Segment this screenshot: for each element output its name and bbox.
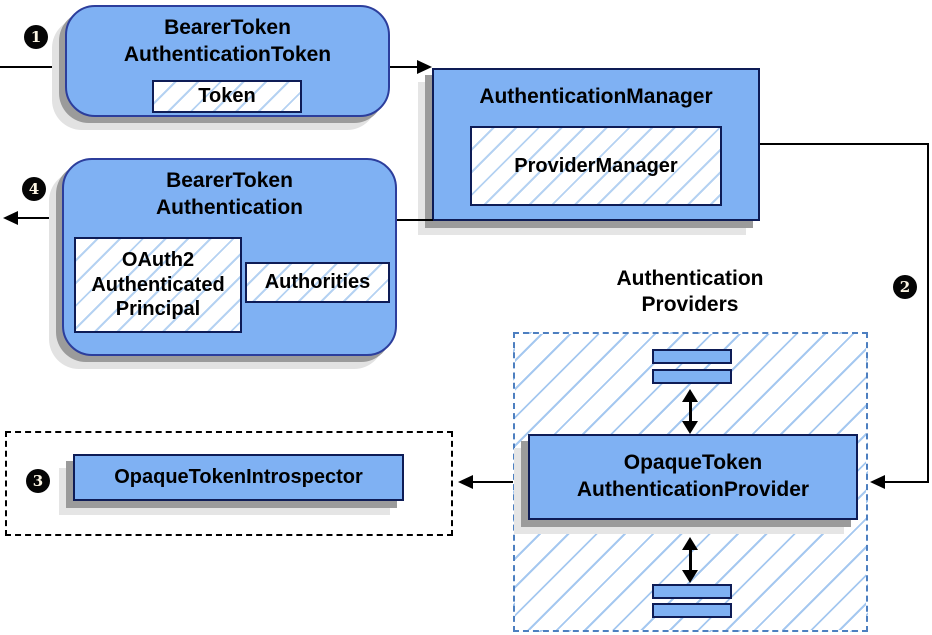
double-arrow-icon [682, 389, 698, 434]
step-1-badge: 1 [24, 25, 48, 49]
step-4-arrowhead-icon [3, 211, 18, 225]
authentication-providers-label: Authentication Providers [616, 267, 764, 317]
step-2-badge: 2 [893, 275, 917, 299]
opaque-token-introspector-label: OpaqueTokenIntrospector [114, 465, 363, 488]
step-3-number: 3 [32, 472, 44, 490]
step-1-number: 1 [30, 28, 42, 46]
bearer-token-authentication-token-node: BearerToken AuthenticationToken Token [65, 5, 390, 117]
manager-to-authentication-line [397, 219, 433, 221]
step-2-line-top [760, 143, 929, 145]
double-arrow-icon [682, 537, 698, 583]
authentication-manager-node: AuthenticationManager ProviderManager [432, 68, 760, 221]
bearer-token-authentication-node: BearerToken Authentication OAuth2 Authen… [62, 158, 397, 356]
token-to-manager-line [390, 66, 420, 68]
opaque-token-introspector-node: OpaqueTokenIntrospector [73, 454, 404, 501]
step-1-inbound-line [0, 66, 65, 68]
opaque-token-authentication-provider-label: OpaqueToken AuthenticationProvider [576, 451, 810, 501]
authorities-chip: Authorities [245, 262, 390, 303]
authorities-label: Authorities [264, 271, 371, 294]
step-4-outbound-line [17, 217, 65, 219]
bearer-token-authentication-title: BearerToken Authentication [156, 169, 303, 219]
provider-placeholder-bar [652, 584, 732, 599]
oauth2-authenticated-principal-label: OAuth2 Authenticated Principal [91, 249, 225, 321]
provider-manager-chip: ProviderManager [470, 126, 722, 206]
step-3-line [472, 481, 513, 483]
provider-placeholder-bar [652, 349, 732, 364]
provider-manager-label: ProviderManager [514, 154, 678, 177]
token-label: Token [198, 85, 256, 108]
opaque-token-authentication-provider-node: OpaqueToken AuthenticationProvider [528, 434, 858, 520]
provider-placeholder-bar [652, 603, 732, 618]
step-2-line-vertical [927, 143, 929, 483]
token-to-manager-arrowhead-icon [417, 60, 432, 74]
oauth2-authenticated-principal-chip: OAuth2 Authenticated Principal [74, 237, 242, 333]
step-4-badge: 4 [22, 177, 46, 201]
token-chip: Token [152, 80, 302, 113]
step-2-line-bottom [884, 481, 929, 483]
provider-placeholder-bar [652, 369, 732, 384]
authentication-manager-title: AuthenticationManager [479, 85, 713, 108]
step-2-arrowhead-icon [870, 475, 885, 489]
step-2-number: 2 [899, 278, 911, 296]
step-4-number: 4 [28, 180, 40, 198]
step-3-arrowhead-icon [458, 475, 473, 489]
step-3-badge: 3 [26, 469, 50, 493]
bearer-token-authentication-token-title: BearerToken AuthenticationToken [123, 16, 332, 66]
